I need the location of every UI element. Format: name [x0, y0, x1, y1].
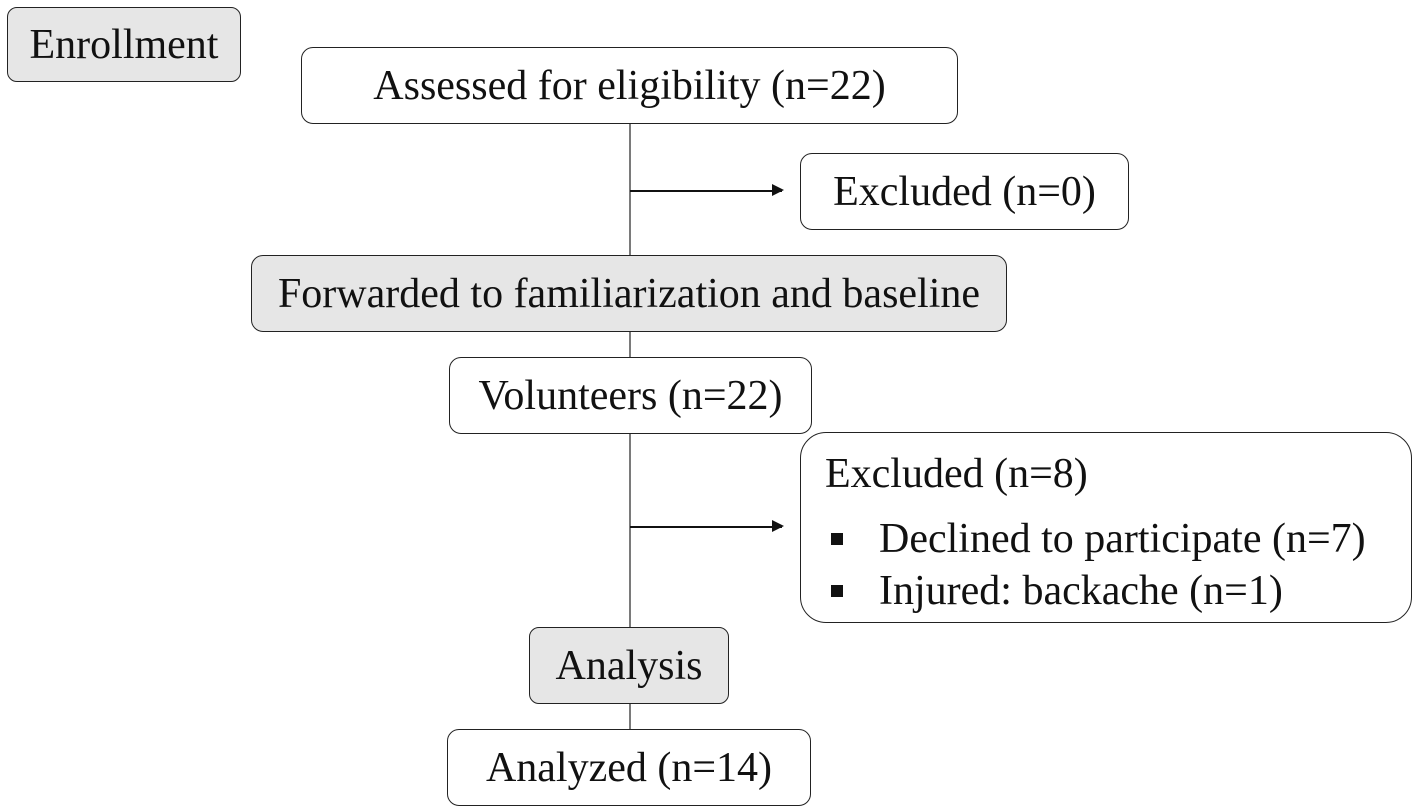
analyzed-text: Analyzed (n=14) [485, 744, 773, 791]
list-item: Injured: backache (n=1) [825, 565, 1366, 617]
connector-analysis-to-analyzed [629, 703, 631, 730]
arrow-to-excluded-first [630, 185, 784, 195]
analysis-label: Analysis [529, 627, 729, 704]
square-bullet-icon [831, 533, 843, 545]
excluded-reason-text: Injured: backache (n=1) [879, 568, 1283, 614]
excluded-reason-text: Declined to participate (n=7) [879, 516, 1366, 562]
excluded-second-box: Excluded (n=8) Declined to participate (… [800, 432, 1412, 623]
excluded-second-title: Excluded (n=8) [825, 451, 1088, 497]
connector-forwarded-to-volunteers [629, 331, 631, 358]
connector-volunteers-to-analysis [629, 432, 631, 628]
forwarded-text: Forwarded to familiarization and baselin… [277, 270, 981, 317]
list-item: Declined to participate (n=7) [825, 513, 1366, 565]
assessed-box: Assessed for eligibility (n=22) [301, 47, 958, 124]
enrollment-label-text: Enrollment [29, 21, 219, 68]
connector-assessed-to-forwarded [629, 123, 631, 256]
excluded-reasons-list: Declined to participate (n=7) Injured: b… [825, 513, 1366, 617]
volunteers-text: Volunteers (n=22) [478, 372, 783, 419]
arrow-to-excluded-second [630, 521, 784, 531]
analysis-label-text: Analysis [555, 642, 703, 689]
excluded-first-text: Excluded (n=0) [833, 168, 1096, 215]
excluded-first-box: Excluded (n=0) [800, 153, 1129, 230]
assessed-text: Assessed for eligibility (n=22) [373, 62, 886, 109]
forwarded-box: Forwarded to familiarization and baselin… [251, 255, 1007, 332]
square-bullet-icon [831, 585, 843, 597]
enrollment-label: Enrollment [7, 7, 241, 82]
volunteers-box: Volunteers (n=22) [449, 357, 812, 434]
analyzed-box: Analyzed (n=14) [447, 729, 811, 806]
